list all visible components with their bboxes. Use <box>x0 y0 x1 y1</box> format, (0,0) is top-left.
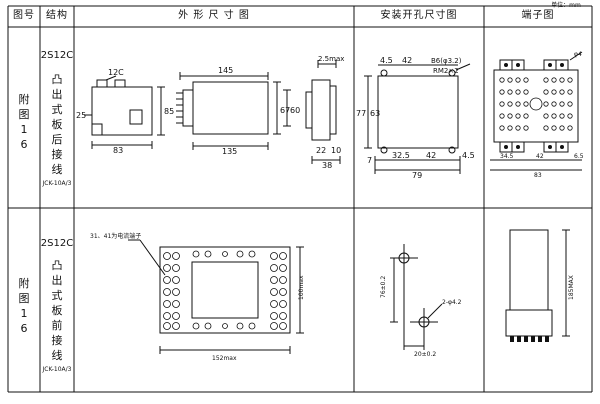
row1-fig-char: 1 <box>20 123 28 136</box>
dim-85-label: 85 <box>164 107 174 116</box>
dim-152max-label: 152max <box>212 355 237 362</box>
row1-fig-char: 6 <box>20 138 28 151</box>
header-terminal: 端子图 <box>521 10 555 21</box>
row1-structure-char: 式 <box>51 103 63 116</box>
row2-type-code: JCK-10A/3 <box>42 366 72 373</box>
dim-185-label: 185MAX <box>568 275 575 300</box>
dim-79-label: 79 <box>412 171 422 180</box>
dim-42b-label: 42 <box>426 151 436 160</box>
dim-67-label: 67 <box>280 106 290 115</box>
row1-type-code: JCK-10A/3 <box>42 180 72 187</box>
dim-10-label: 10 <box>331 146 341 155</box>
front-callout-label: 31、41为电流端子 <box>90 232 141 240</box>
terminal-42-label: 42 <box>536 153 544 160</box>
dim-25max-label: 2.5max <box>318 55 344 63</box>
row2-fig-char: 6 <box>20 322 28 335</box>
dim-45a-label: 4.5 <box>380 56 393 65</box>
row1-structure-char: 板 <box>51 118 63 131</box>
row2-fig-char: 图 <box>18 292 30 305</box>
header-structure: 结构 <box>46 10 68 21</box>
terminal-phi-label: φ4 <box>574 51 582 58</box>
row1-structure-char: 出 <box>51 88 63 101</box>
dim-76-label: 76±0.2 <box>380 276 387 298</box>
header-mounting: 安装开孔尺寸图 <box>380 10 458 21</box>
dim-63-label: 63 <box>370 109 380 118</box>
hole-spec-label: B6(φ3.2) <box>431 57 462 65</box>
terminal-rear-pins <box>504 63 564 149</box>
terminal-rear-drawing <box>490 51 583 171</box>
row2-structure-char: 前 <box>51 319 63 332</box>
outline-rear-drawing <box>84 60 341 164</box>
unit-note: 单位：mm <box>551 2 581 9</box>
terminal-rear-pin-grid <box>499 77 573 131</box>
row1-figure-label: 附 图 1 6 <box>16 92 32 152</box>
outline-front-terminals <box>163 250 287 330</box>
rm-spec-label: RM2×2 <box>433 67 459 75</box>
dim-12c-label: 12C <box>108 68 124 77</box>
dim-7-label: 7 <box>367 156 372 165</box>
dim-42a-label: 42 <box>402 56 412 65</box>
row2-structure-char: 式 <box>51 289 63 302</box>
terminal-front-pins <box>510 336 549 342</box>
row1-fig-char: 图 <box>18 108 30 121</box>
terminal-front-drawing <box>505 229 570 337</box>
row1-structure-char: 后 <box>51 133 63 146</box>
table-grid <box>7 5 593 393</box>
dim-20-label: 20±0.2 <box>414 351 436 358</box>
terminal-65-label: 6.5 <box>574 153 584 160</box>
row1-structure-char: 线 <box>51 163 63 176</box>
row2-model: 2S12C <box>40 238 74 249</box>
outline-front-drawing <box>128 239 304 354</box>
dim-45b-label: 4.5 <box>462 151 475 160</box>
dim-22-label: 22 <box>316 146 326 155</box>
dim-77-label: 77 <box>356 109 366 118</box>
row2-figure-label: 附 图 1 6 <box>16 276 32 336</box>
dim-145-label: 145 <box>218 66 233 75</box>
row2-structure-char: 线 <box>51 349 63 362</box>
row2-structure-char: 接 <box>51 334 63 347</box>
mounting-front-drawing <box>390 244 443 350</box>
terminal-83-label: 83 <box>534 172 542 179</box>
row1-model: 2S12C <box>40 50 74 61</box>
dim-100max-label: 100max <box>298 275 305 300</box>
dim-135-label: 135 <box>222 147 237 156</box>
row1-fig-char: 附 <box>18 93 30 106</box>
dim-25-label: 25 <box>76 111 86 120</box>
dim-hole-label: 2-φ4.2 <box>442 299 462 306</box>
row2-structure: 凸 出 式 板 前 接 线 <box>49 258 65 363</box>
dim-60-label: 60 <box>290 106 300 115</box>
row2-structure-char: 凸 <box>51 259 63 272</box>
row2-fig-char: 附 <box>18 277 30 290</box>
dim-83-label: 83 <box>113 146 123 155</box>
row1-structure-char: 凸 <box>51 73 63 86</box>
terminal-345-label: 34.5 <box>500 153 514 160</box>
row2-structure-char: 出 <box>51 274 63 287</box>
row2-structure-char: 板 <box>51 304 63 317</box>
row2-fig-char: 1 <box>20 307 28 320</box>
row1-structure: 凸 出 式 板 后 接 线 <box>49 72 65 177</box>
dim-38-label: 38 <box>322 161 332 170</box>
dim-325-label: 32.5 <box>392 151 410 160</box>
mounting-rear-drawing <box>364 63 471 174</box>
header-figure: 图号 <box>13 10 35 21</box>
row1-structure-char: 接 <box>51 148 63 161</box>
header-outline: 外 形 尺 寸 图 <box>178 10 250 21</box>
